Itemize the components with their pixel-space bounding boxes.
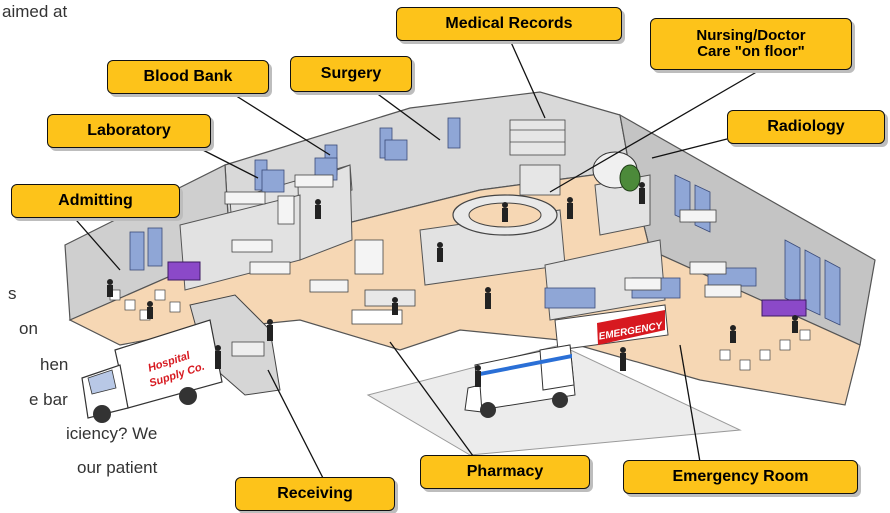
callout-radiology: Radiology <box>727 110 885 144</box>
pharmacy-counter <box>351 309 403 325</box>
bed <box>231 239 273 253</box>
curtain <box>261 169 285 193</box>
records-shelves <box>509 119 566 196</box>
chair <box>719 349 731 361</box>
text-fragment: aimed at <box>2 2 68 21</box>
window <box>147 227 163 267</box>
callout-surgery: Surgery <box>290 56 412 92</box>
bed <box>689 261 727 275</box>
curtain <box>384 139 408 161</box>
bed <box>249 261 291 275</box>
lab-cabinet <box>354 239 384 275</box>
chair <box>799 329 811 341</box>
people <box>107 182 798 387</box>
window <box>784 239 801 306</box>
callout-medical-records: Medical Records <box>396 7 622 41</box>
callout-blood-bank: Blood Bank <box>107 60 269 94</box>
window <box>804 249 821 316</box>
callout-admitting: Admitting <box>11 184 180 218</box>
supply-truck <box>81 319 223 423</box>
window <box>129 231 145 271</box>
callout-receiving: Receiving <box>235 477 395 511</box>
wheel <box>179 387 197 405</box>
leader-lines <box>69 39 761 483</box>
wheel <box>480 402 496 418</box>
wheel <box>93 405 111 423</box>
bed <box>679 209 717 223</box>
callout-pharmacy: Pharmacy <box>420 455 590 489</box>
callout-emergency-room: Emergency Room <box>623 460 858 494</box>
couch <box>761 299 807 317</box>
pharmacy-shelves <box>364 289 416 307</box>
ambulance <box>464 344 576 418</box>
text-fragment: hen <box>40 355 69 374</box>
bed <box>624 277 662 291</box>
bed <box>704 284 742 298</box>
wheel <box>552 392 568 408</box>
chair <box>779 339 791 351</box>
window <box>824 259 841 326</box>
callout-nursing-doctor-care: Nursing/Doctor Care "on floor" <box>650 18 852 70</box>
supply-boxes <box>231 341 265 357</box>
bed <box>224 191 266 205</box>
window <box>447 117 461 149</box>
chair <box>169 301 181 313</box>
text-fragment: iciency? We <box>66 424 158 443</box>
curtain <box>544 287 596 309</box>
bed <box>294 174 334 188</box>
chair <box>154 289 166 301</box>
chair <box>739 359 751 371</box>
chair <box>759 349 771 361</box>
lab-cabinet <box>277 195 295 225</box>
bed <box>309 279 349 293</box>
text-fragment: s <box>8 284 17 303</box>
window <box>694 184 711 233</box>
emergency-sign <box>597 310 665 345</box>
text-fragment: on <box>19 319 38 338</box>
text-fragment: e bar <box>29 390 68 409</box>
callout-laboratory: Laboratory <box>47 114 211 148</box>
couch <box>167 261 201 281</box>
text-fragment: our patient <box>77 458 158 477</box>
chair <box>124 299 136 311</box>
